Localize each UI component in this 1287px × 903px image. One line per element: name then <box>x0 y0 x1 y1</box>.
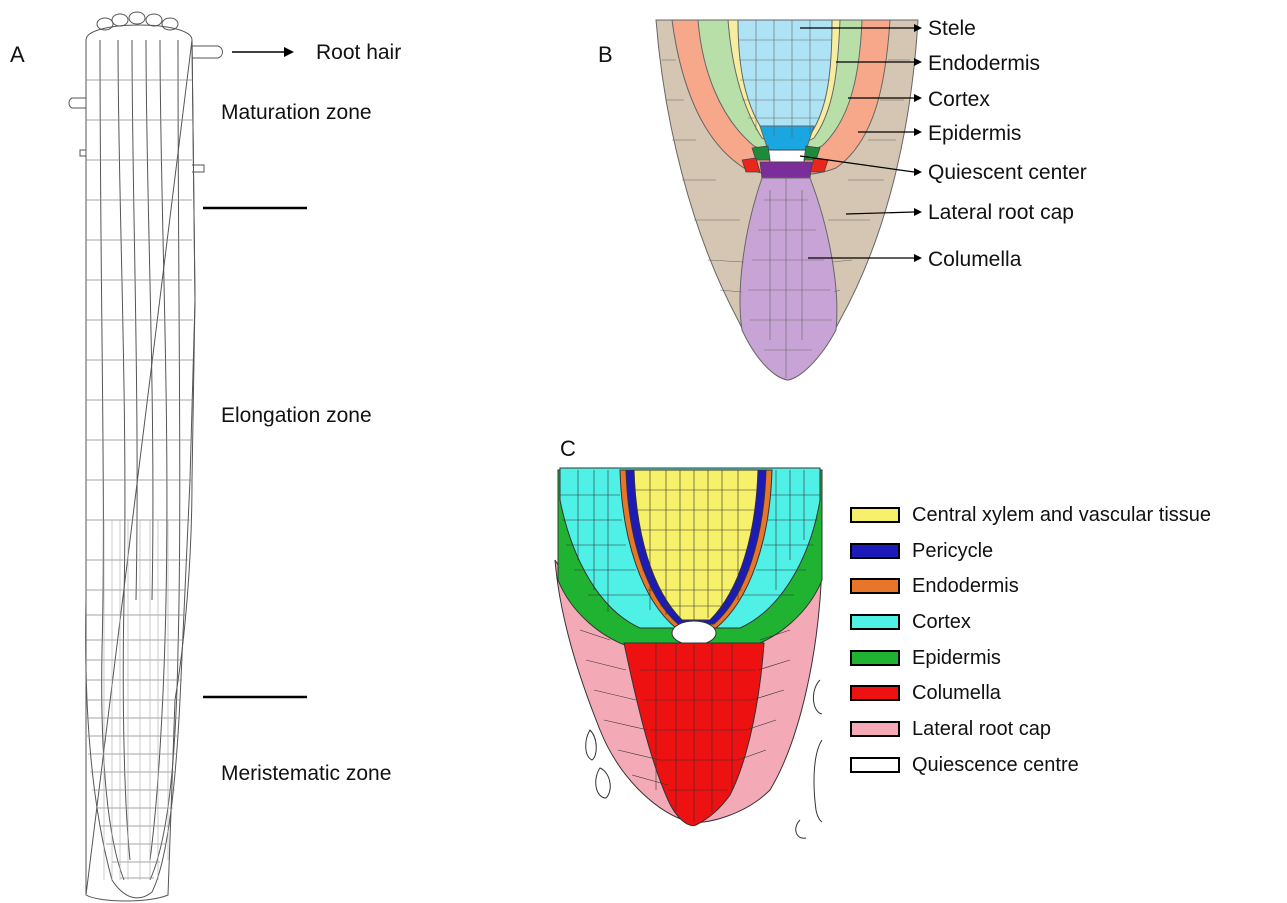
legend-swatch <box>850 757 900 773</box>
legend-label: Columella <box>912 683 1001 703</box>
legend-item: Endodermis <box>850 568 1211 604</box>
legend-swatch <box>850 614 900 630</box>
legend-label: Endodermis <box>912 576 1019 596</box>
legend-item: Pericycle <box>850 533 1211 569</box>
legend-swatch <box>850 685 900 701</box>
legend-swatch <box>850 507 900 523</box>
c-quiescence-centre <box>672 621 716 645</box>
legend-label: Pericycle <box>912 541 993 561</box>
legend-item: Columella <box>850 675 1211 711</box>
legend-item: Lateral root cap <box>850 711 1211 747</box>
legend-label: Epidermis <box>912 648 1001 668</box>
legend-label: Quiescence centre <box>912 755 1079 775</box>
legend-item: Quiescence centre <box>850 747 1211 783</box>
legend-swatch <box>850 543 900 559</box>
legend-item: Epidermis <box>850 640 1211 676</box>
panel-c-legend: Central xylem and vascular tissue Pericy… <box>850 497 1211 783</box>
legend-label: Cortex <box>912 612 971 632</box>
legend-item: Central xylem and vascular tissue <box>850 497 1211 533</box>
legend-item: Cortex <box>850 604 1211 640</box>
legend-swatch <box>850 650 900 666</box>
legend-label: Lateral root cap <box>912 719 1051 739</box>
legend-swatch <box>850 578 900 594</box>
legend-swatch <box>850 721 900 737</box>
legend-label: Central xylem and vascular tissue <box>912 505 1211 525</box>
